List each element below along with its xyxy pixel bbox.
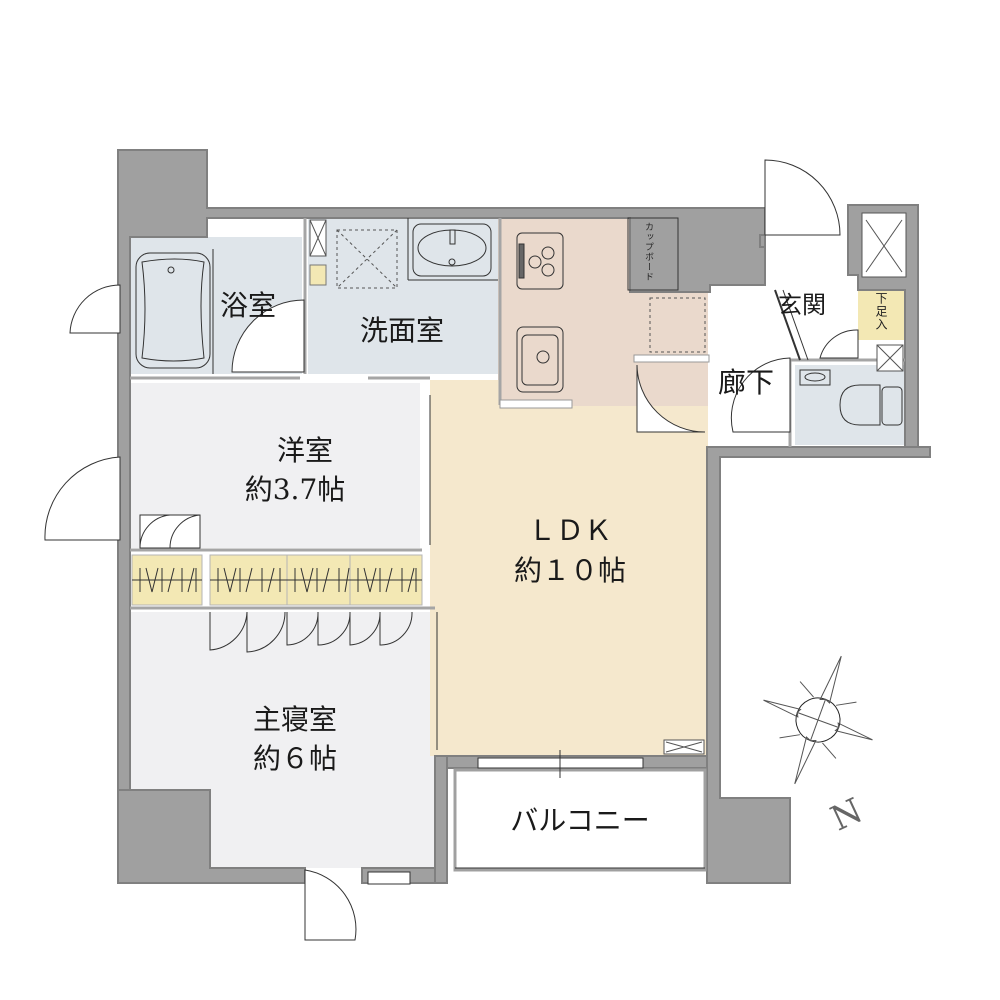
compass-icon bbox=[763, 655, 873, 785]
toilet-floor bbox=[795, 365, 905, 445]
ldk-floor bbox=[430, 406, 708, 756]
entrance-label: 玄関 bbox=[778, 291, 826, 319]
stove-icon bbox=[516, 232, 564, 290]
doors bbox=[44, 159, 859, 941]
cupboard bbox=[627, 217, 679, 291]
balcony-label: バルコニー bbox=[510, 804, 650, 837]
toilet-icon bbox=[799, 369, 903, 426]
western-room-size: 約3.7帖 bbox=[244, 473, 346, 506]
washer-space bbox=[336, 229, 398, 289]
master-bedroom-label: 主寝室 bbox=[252, 703, 337, 736]
ldk-size: 約１０帖 bbox=[513, 554, 626, 587]
washroom-label: 洗面室 bbox=[360, 314, 445, 347]
western-room-label: 洋室 bbox=[276, 434, 333, 467]
shoe-box bbox=[858, 290, 905, 340]
wash-basin-icon bbox=[412, 223, 492, 277]
ldk-label: ＬＤＫ bbox=[527, 514, 612, 547]
kitchen-sink-icon bbox=[516, 326, 564, 393]
washroom-floor bbox=[308, 218, 498, 374]
bathtub-icon bbox=[135, 252, 211, 369]
master-bedroom-size: 約６帖 bbox=[252, 742, 337, 775]
shoe-box-label: 下足入 bbox=[874, 292, 888, 331]
cupboard-label: カップボード bbox=[643, 222, 653, 282]
master-bedroom-floor bbox=[130, 612, 435, 792]
bath-label: 浴室 bbox=[220, 289, 277, 322]
hallway-label: 廊下 bbox=[718, 366, 775, 399]
